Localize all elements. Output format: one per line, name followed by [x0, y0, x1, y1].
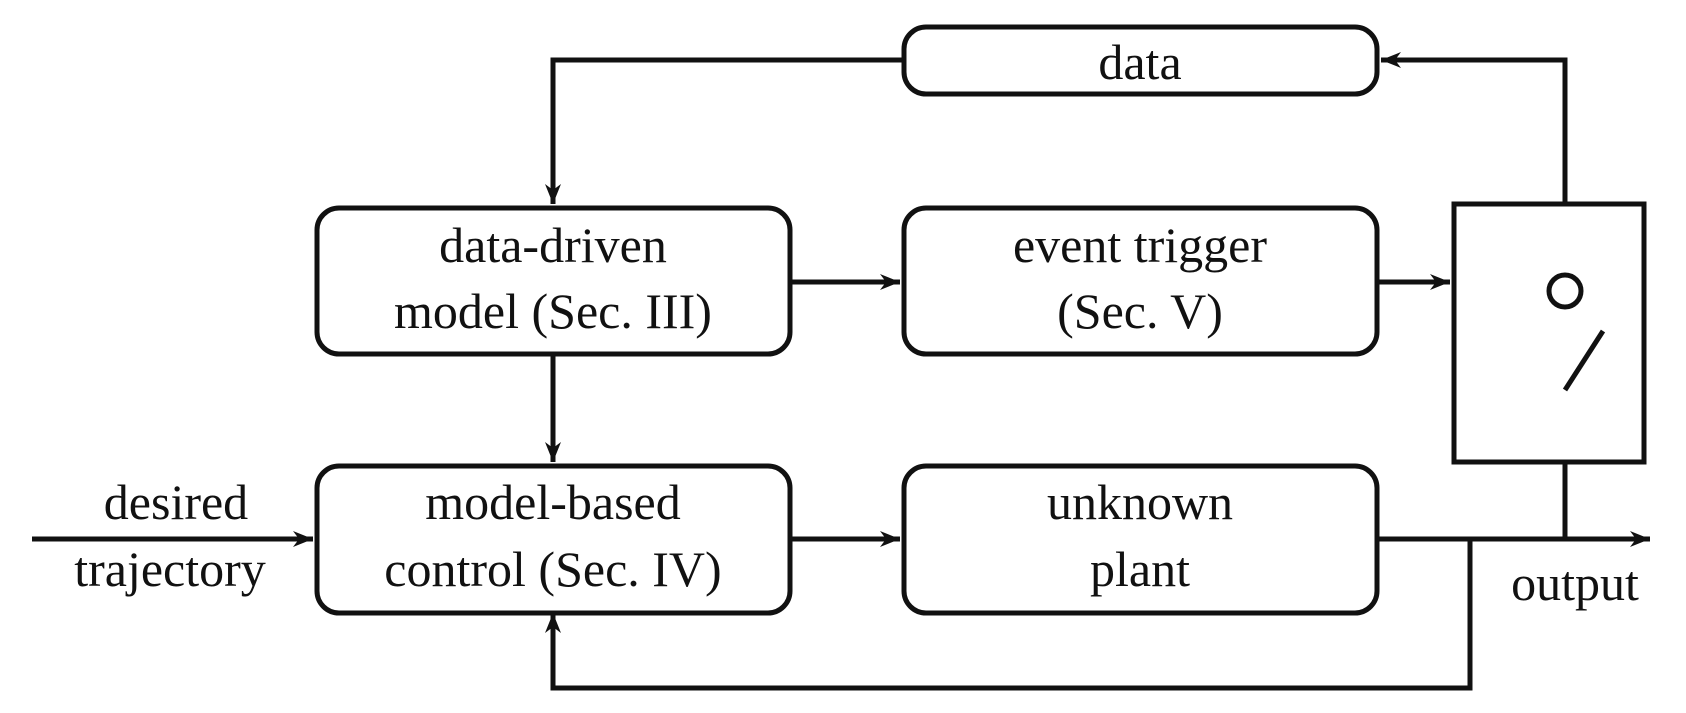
- switch-block: [1451, 201, 1647, 465]
- data-driven-model-block: data-driven model (Sec. III): [314, 205, 793, 357]
- data-driven-model-label-line2: model (Sec. III): [394, 283, 712, 339]
- model-based-control-block: model-based control (Sec. IV): [314, 463, 793, 616]
- arrow-data-to-model: [545, 57, 904, 204]
- data-label: data: [1098, 34, 1181, 90]
- output-label: output: [1511, 555, 1639, 611]
- model-based-control-label-line1: model-based: [425, 474, 680, 530]
- event-trigger-label-line2: (Sec. V): [1057, 283, 1223, 339]
- unknown-plant-label-line2: plant: [1090, 541, 1190, 597]
- unknown-plant-label-line1: unknown: [1047, 474, 1233, 530]
- data-driven-model-label-line1: data-driven: [439, 217, 667, 273]
- event-trigger-label-line1: event trigger: [1013, 217, 1267, 273]
- arrow-feedback-to-control: [545, 539, 1473, 691]
- circle-contact-icon: [1546, 272, 1584, 310]
- unknown-plant-block: unknown plant: [901, 463, 1380, 616]
- switch-icon: [1546, 272, 1606, 392]
- data-block: data: [901, 24, 1380, 97]
- input-label-line2: trajectory: [74, 541, 266, 597]
- event-trigger-block: event trigger (Sec. V): [901, 205, 1380, 357]
- model-based-control-label-line2: control (Sec. IV): [384, 541, 721, 597]
- arrow-switch-to-data: [1381, 52, 1568, 272]
- input-label-line1: desired: [104, 474, 248, 530]
